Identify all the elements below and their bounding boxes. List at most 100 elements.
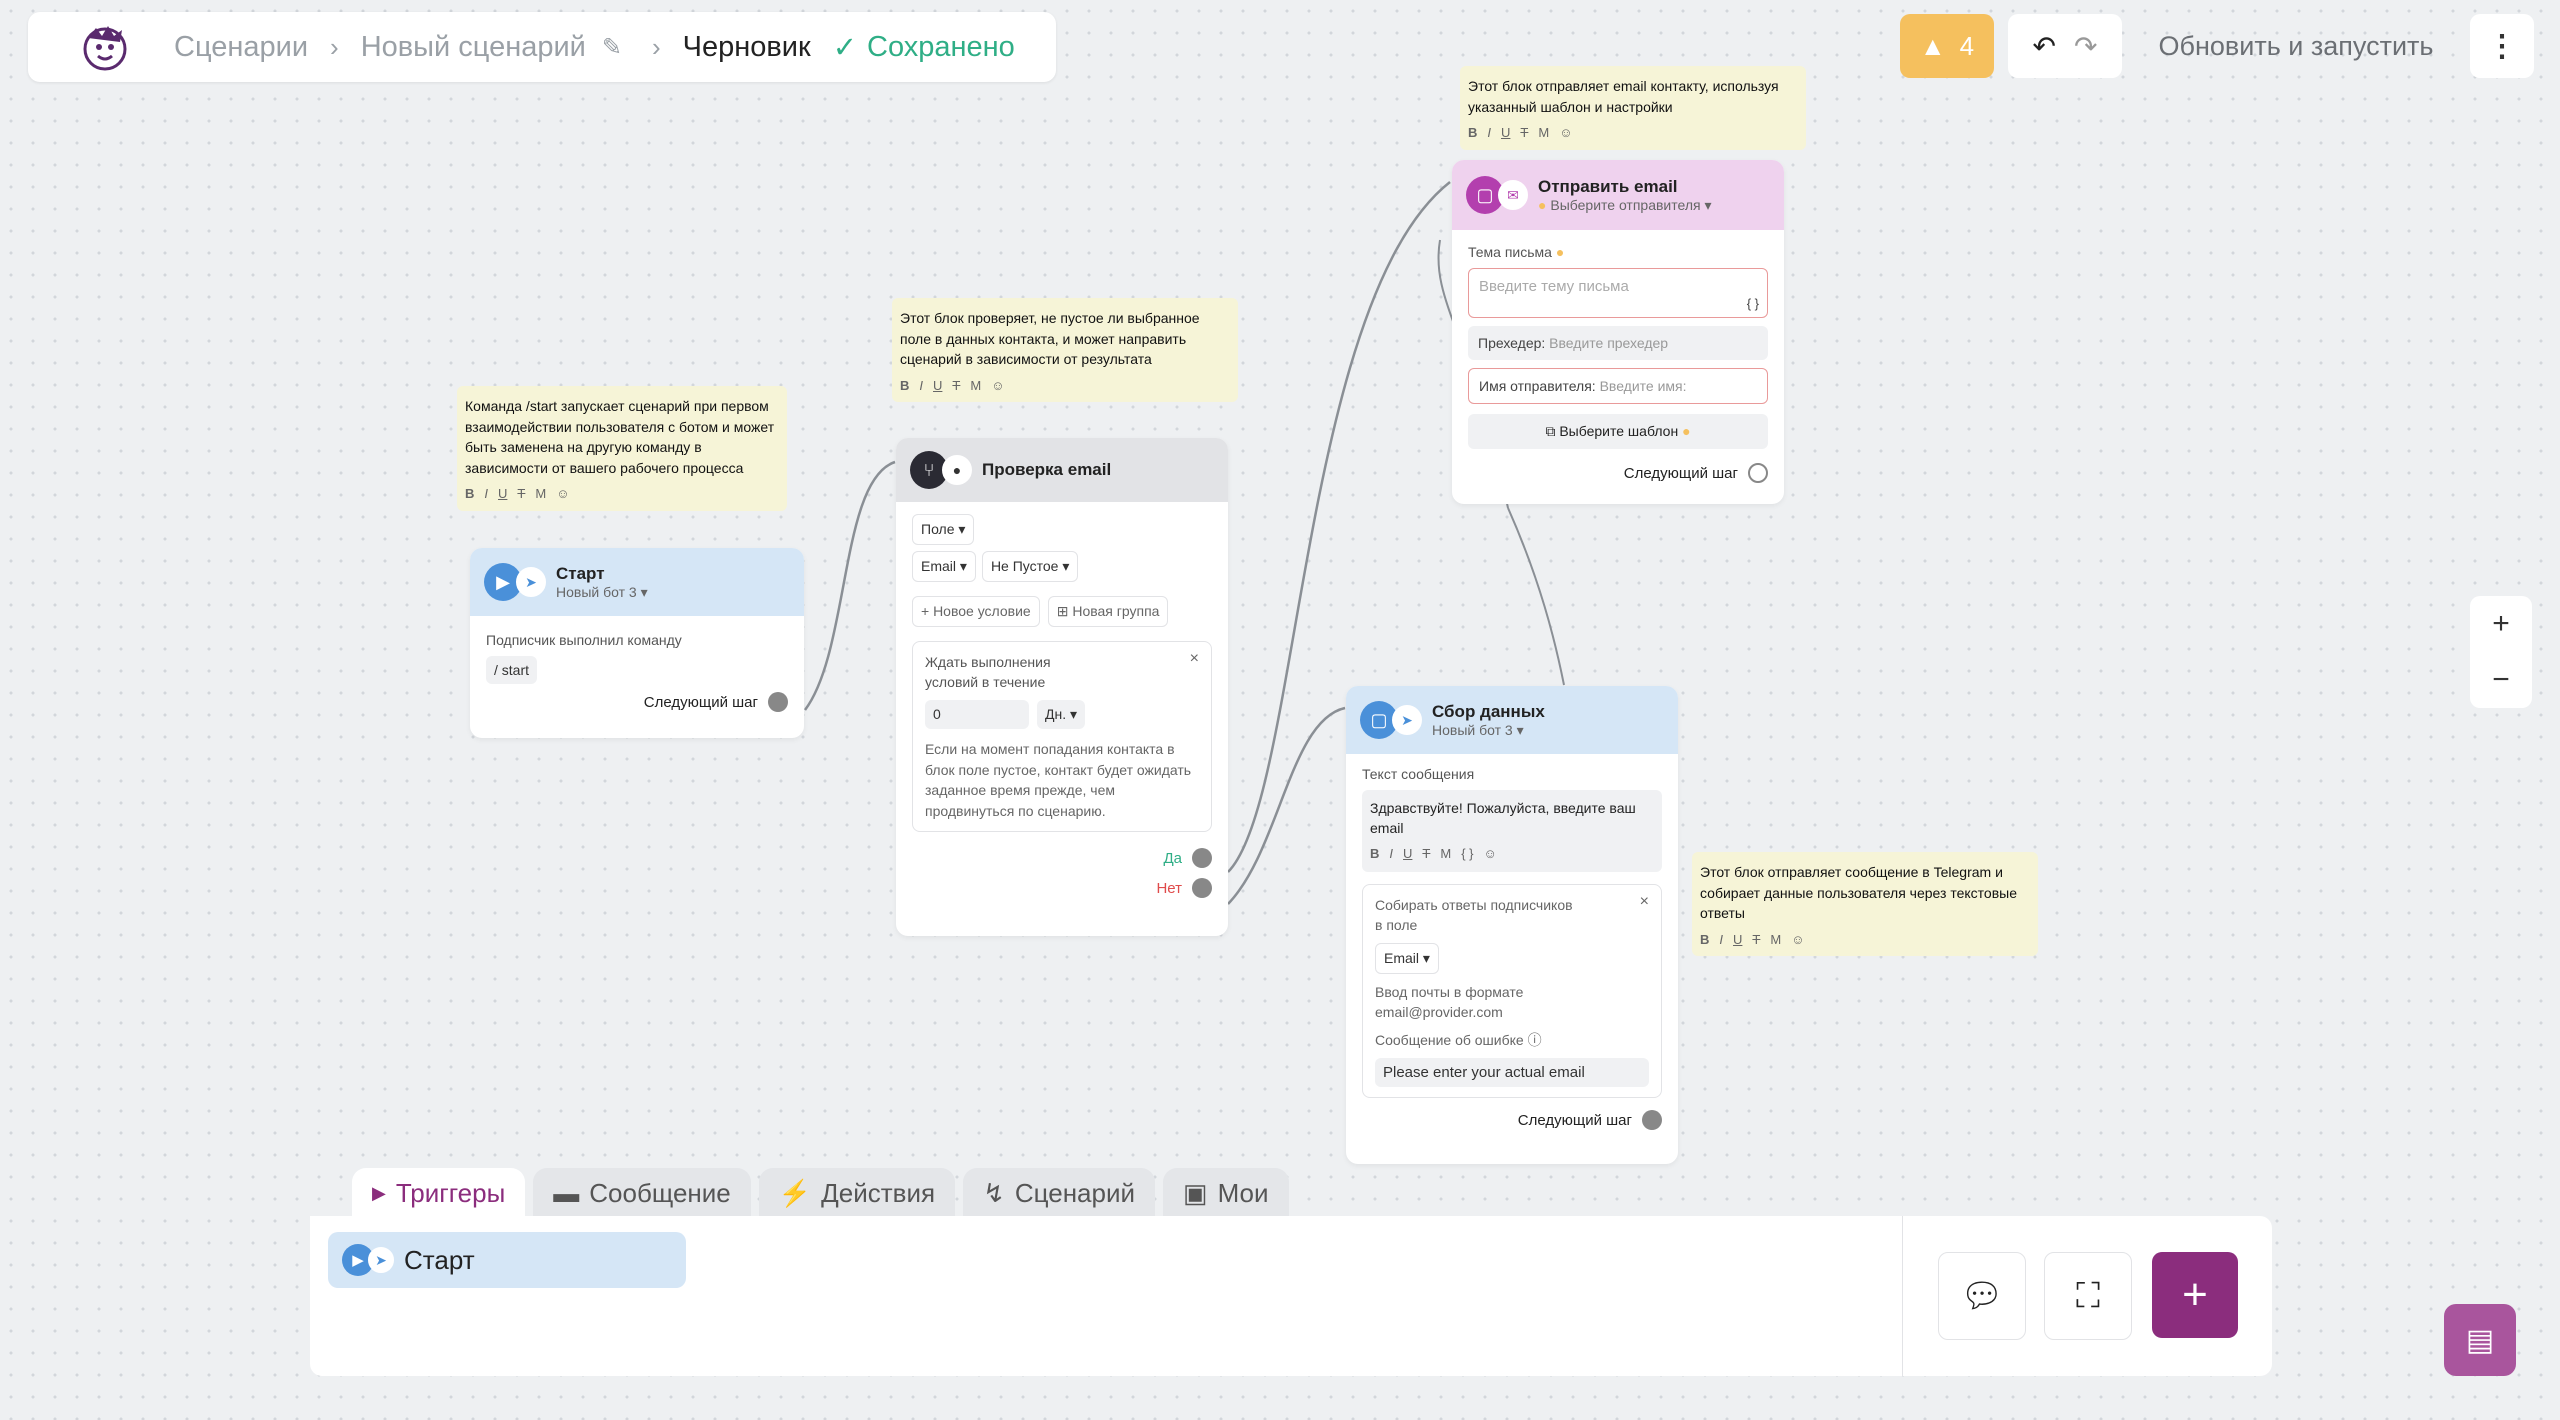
close-icon[interactable]: × [1639,893,1649,910]
collect-data-node[interactable]: ▢ ➤ Сбор данных Новый бот 3 ▾ Текст сооб… [1346,686,1678,1164]
block-tabs: ▶Триггеры ▬Сообщение ⚡Действия ↯Сценарий… [352,1168,1289,1218]
error-message-input[interactable]: Please enter your actual email [1375,1058,1649,1087]
pencil-icon[interactable]: ✎ [601,33,622,61]
blocks-panel: ▶ ➤ Старт 💬︎ ⛶ + [310,1216,2272,1376]
note-email[interactable]: Этот блок отправляет email контакту, исп… [1460,66,1806,150]
check-email-node[interactable]: ⑂ ● Проверка email Поле ▾ Email ▾ Не Пус… [896,438,1228,936]
chevron-right-icon: › [330,31,339,62]
warnings-button[interactable]: ▲4 [1900,14,1994,78]
update-run-button[interactable]: Обновить и запустить [2158,30,2434,61]
add-group-button[interactable]: ⊞ Новая группа [1047,596,1169,627]
redo-icon[interactable]: ↷ [2074,30,2098,62]
error-label: Сообщение об ошибке ⓘ [1375,1032,1542,1048]
connector-dot[interactable] [1192,878,1212,898]
note-check[interactable]: Этот блок проверяет, не пустое ли выбран… [892,298,1238,402]
wait-description: Если на момент попадания контакта в блок… [925,741,1192,819]
route-icon: ↯ [983,1177,1005,1208]
connector-dot[interactable] [768,692,788,712]
sender-select[interactable]: ● Выберите отправителя ▾ [1538,196,1712,213]
condition-select[interactable]: Не Пустое ▾ [981,551,1079,582]
tab-triggers[interactable]: ▶Триггеры [352,1168,526,1218]
node-title: Старт [556,563,605,583]
undo-redo-group: ↶↷ [2008,14,2122,78]
wait-value-input[interactable]: 0 [925,700,1029,729]
node-title: Проверка email [982,460,1112,479]
chat-icon: ▬ [553,1177,580,1208]
add-condition-button[interactable]: + Новое условие [912,596,1040,627]
tab-actions[interactable]: ⚡Действия [758,1168,956,1218]
zoom-out-icon[interactable]: − [2492,663,2510,696]
field-select[interactable]: Email ▾ [912,551,976,582]
wait-unit-select[interactable]: Дн. ▾ [1037,700,1086,729]
text-label: Текст сообщения [1362,766,1475,782]
connector-dot[interactable] [1748,463,1768,483]
tab-mine[interactable]: ▣Мои [1163,1168,1289,1218]
zoom-in-icon[interactable]: + [2492,607,2510,640]
mail-icon: ✉ [1498,180,1528,210]
chat-support-icon[interactable]: ▤ [2444,1304,2516,1376]
telegram-icon: ➤ [1392,705,1422,735]
connector-dot[interactable] [1192,848,1212,868]
more-menu-icon[interactable]: ⋮ [2470,14,2534,78]
close-icon[interactable]: × [1189,650,1199,667]
top-bar: Сценарии › Новый сценарий ✎ › Черновик ✓… [28,12,1056,82]
next-step: Следующий шаг [1468,463,1768,483]
node-title: Отправить email [1538,176,1678,196]
play-icon: ▶ [372,1182,386,1203]
collect-box: × Собирать ответы подписчиков в поле Ema… [1362,884,1662,1098]
zoom-controls: + − [2470,596,2532,708]
preheader-input[interactable]: Прехедер: Введите прехедер [1468,326,1768,360]
telegram-icon: ➤ [516,567,546,597]
status-draft: Черновик [682,30,811,63]
subject-input[interactable]: Введите тему письма{ } [1468,268,1768,318]
message-icon: ▢ [1466,176,1504,214]
field-select[interactable]: Email ▾ [1375,943,1439,974]
send-email-node[interactable]: ▢ ✉ Отправить email ● Выберите отправите… [1452,160,1784,504]
logo-icon[interactable] [78,20,132,74]
field-type-select[interactable]: Поле ▾ [912,514,975,545]
start-node[interactable]: ▶ ➤ Старт Новый бот 3 ▾ Подписчик выполн… [470,548,804,738]
warning-icon: ▲ [1919,30,1946,61]
telegram-icon: ➤ [368,1247,394,1273]
tab-scenario[interactable]: ↯Сценарий [963,1168,1156,1218]
tab-message[interactable]: ▬Сообщение [533,1168,751,1218]
gear-icon: ● [942,455,972,485]
trigger-label: Подписчик выполнил команду [486,632,682,648]
yes-branch: Да [912,848,1212,868]
undo-icon[interactable]: ↶ [2032,30,2056,62]
comment-icon[interactable]: 💬︎ [1938,1252,2026,1340]
no-branch: Нет [912,878,1212,898]
bot-select[interactable]: Новый бот 3 ▾ [1432,721,1524,738]
scenario-name[interactable]: Новый сценарий [360,30,586,63]
saved-status: ✓Сохранено [832,30,1015,64]
branch-icon: ⑂ [910,451,948,489]
template-button[interactable]: ⧉ Выберите шаблон ● [1468,414,1768,449]
chevron-right-icon: › [651,31,661,62]
play-icon: ▶ [484,563,522,601]
fullscreen-icon[interactable]: ⛶ [2044,1252,2132,1340]
note-collect[interactable]: Этот блок отправляет сообщение в Telegra… [1692,852,2038,956]
wait-title: Ждать выполнения условий в течение [925,654,1051,690]
next-step: Следующий шаг [486,692,788,712]
next-step: Следующий шаг [1362,1110,1662,1130]
check-icon: ✓ [832,31,857,64]
node-title: Сбор данных [1432,701,1545,721]
connector-dot[interactable] [1642,1110,1662,1130]
message-icon: ▢ [1360,701,1398,739]
start-block-item[interactable]: ▶ ➤ Старт [328,1232,686,1288]
wait-box: × Ждать выполнения условий в течение 0 Д… [912,641,1212,832]
sender-name-input[interactable]: Имя отправителя: Введите имя: [1468,368,1768,404]
note-start[interactable]: Команда /start запускает сценарий при пе… [457,386,787,511]
collect-label: Собирать ответы подписчиков в поле [1375,897,1573,933]
command-chip[interactable]: / start [486,656,538,684]
save-icon: ▣ [1183,1177,1208,1208]
bot-select[interactable]: Новый бот 3 ▾ [556,583,648,600]
add-block-button[interactable]: + [2152,1252,2238,1338]
message-text[interactable]: Здравствуйте! Пожалуйста, введите ваш em… [1362,790,1662,872]
breadcrumb-scenarios[interactable]: Сценарии [174,30,309,63]
